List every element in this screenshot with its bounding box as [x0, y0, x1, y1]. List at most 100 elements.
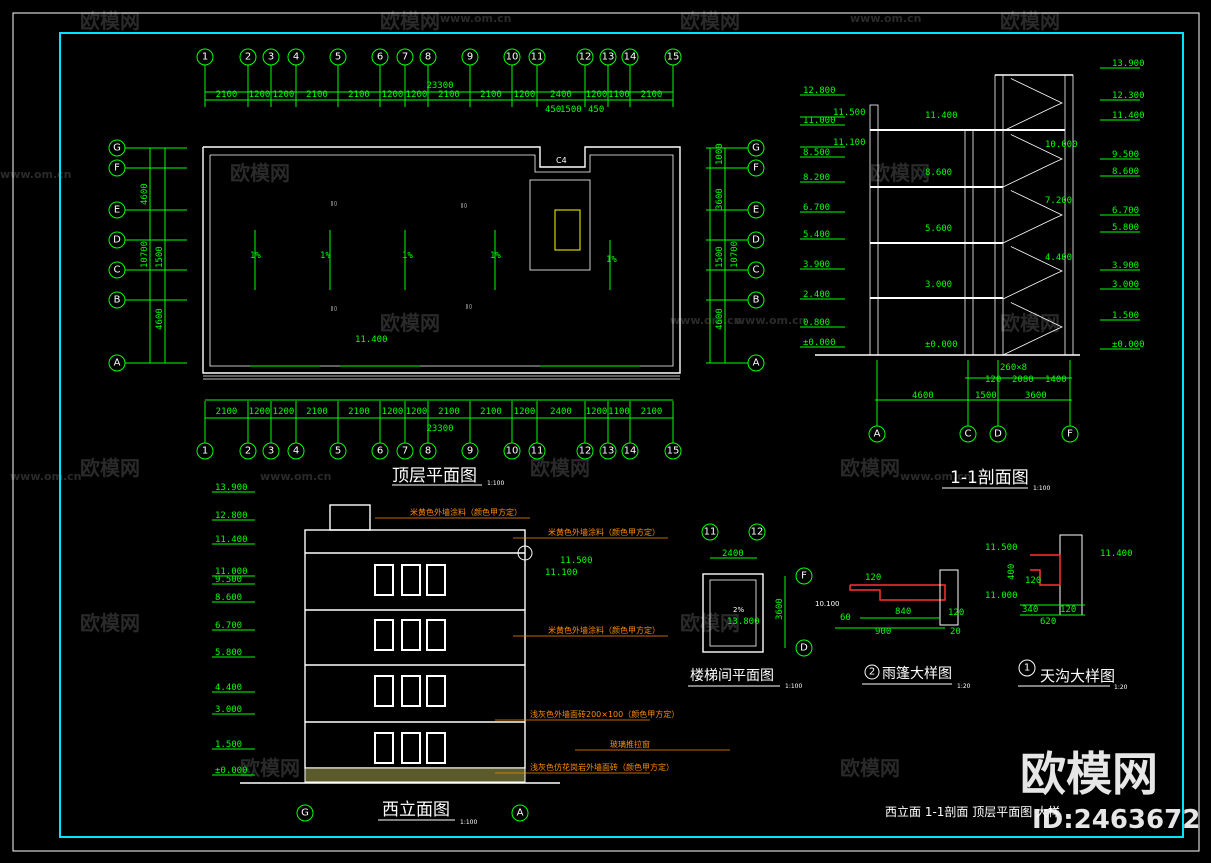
sec-inner-level-3: 5.600: [925, 224, 952, 234]
fp-right-dim-2: 3600: [715, 188, 725, 210]
sec-stair-dim-4: 1400: [1045, 375, 1067, 385]
canopy-level: 10.100: [815, 600, 840, 608]
fp-left-dim-1: 4600: [140, 183, 150, 205]
canopy-scale: 1:20: [957, 683, 971, 690]
section-level: 9.500: [1112, 150, 1139, 160]
axis-label: E: [753, 205, 759, 216]
fp-dim-bottom: 2100: [480, 407, 502, 417]
gutter-level-1: 11.500: [985, 543, 1018, 553]
sec-stair-dim-1: 260×8: [1000, 363, 1027, 373]
elevation-window: [426, 675, 446, 707]
fp-dim-bottom: 1200: [406, 407, 428, 417]
axis-label: A: [114, 358, 121, 369]
watermark-layer: 欧模网欧模网欧模网欧模网欧模网欧模网欧模网欧模网欧模网欧模网欧模网欧模网欧模网欧…: [0, 9, 1060, 780]
gutter-number: 1: [1024, 663, 1030, 674]
elevation-title: 西立面图: [382, 800, 450, 820]
fp-left-dim-4: 4600: [155, 308, 165, 330]
fp-slope-5: 1%: [606, 255, 617, 265]
section-level: 2.400: [803, 290, 830, 300]
elevation-window: [374, 619, 394, 651]
watermark-site: www.om.cn: [670, 314, 742, 327]
fp-dim-bottom: 1200: [382, 407, 404, 417]
watermark-site: www.om.cn: [440, 12, 512, 25]
elevation-window: [374, 732, 394, 764]
section-right-levels: 13.90012.30011.4009.5008.6006.7005.8003.…: [1100, 59, 1145, 350]
elevation-level: 12.800: [215, 511, 248, 521]
watermark-site: www.om.cn: [850, 12, 922, 25]
axis-label: 11: [531, 446, 544, 457]
elevation-window: [426, 619, 446, 651]
fp-dim-top: 2100: [438, 90, 460, 100]
stair-plan: 11 12 F D 2400 3600 2% 13.800 楼梯间平面图 1:1…: [688, 523, 813, 690]
stair-flight: [1002, 78, 1063, 132]
canopy-title: 雨篷大样图: [882, 666, 952, 682]
fp-right-dim-3: 1500: [715, 246, 725, 268]
sec-dim-3: 3600: [1025, 391, 1047, 401]
fp-dim-top: 1200: [249, 90, 271, 100]
fp-level: 11.400: [355, 335, 388, 345]
elevation-note: 玻璃推拉窗: [610, 739, 650, 749]
axis-label: 9: [467, 52, 473, 63]
axis-label: 3: [268, 52, 274, 63]
section-level: 5.800: [1112, 223, 1139, 233]
sheet-title: 西立面 1-1剖面 顶层平面图 大样: [885, 804, 1060, 819]
elevation-notes: 米黄色外墙涂料（颜色甲方定）米黄色外墙涂料（颜色甲方定）米黄色外墙涂料（颜色甲方…: [375, 507, 730, 774]
axis-label: 8: [425, 446, 431, 457]
fp-dim-bottom: 1200: [514, 407, 536, 417]
sec-inner-level-4: 3.000: [925, 280, 952, 290]
fp-building-outline: [202, 146, 681, 374]
axis-label: C: [114, 265, 121, 276]
stair-axis-11: 11: [704, 527, 717, 538]
gutter-level-2: 11.400: [1100, 549, 1133, 559]
section-view: 12.80011.50011.00011.1008.5008.2006.7005…: [800, 59, 1145, 492]
axis-label: 4: [293, 52, 299, 63]
elevation-level: 6.700: [215, 621, 242, 631]
gutter-dim-120: 120: [1060, 605, 1076, 615]
watermark-brand: 欧模网: [380, 311, 440, 335]
fp-dim-top: 1200: [514, 90, 536, 100]
canopy-dim-120b: 120: [948, 608, 964, 618]
elevation-scale: 1:100: [460, 819, 477, 826]
sec-stair-dim-2: 120: [985, 375, 1001, 385]
axis-label: 15: [667, 52, 680, 63]
fp-dim-bottom: 2100: [348, 407, 370, 417]
section-level: 8.200: [803, 173, 830, 183]
fp-total-bottom: 23300: [426, 424, 453, 434]
axis-label: 6: [377, 446, 383, 457]
fp-dim-bottom: 2100: [641, 407, 663, 417]
axis-label: 7: [402, 446, 408, 457]
axis-label: 9: [467, 446, 473, 457]
axis-label: 14: [624, 446, 637, 457]
section-scale: 1:100: [1033, 485, 1050, 492]
section-stair: [1002, 78, 1063, 356]
watermark-site: www.om.cn: [260, 470, 332, 483]
axis-label: 1: [202, 446, 208, 457]
elevation-window: [426, 732, 446, 764]
svg-text:▯▯: ▯▯: [460, 202, 467, 209]
outer-border: [12, 12, 1200, 852]
section-title: 1-1剖面图: [950, 468, 1029, 488]
stair-plan-scale: 1:100: [785, 683, 802, 690]
fp-right-dim-4: 10700: [730, 241, 740, 268]
section-level: ±0.000: [1112, 340, 1145, 350]
stair-axis-12: 12: [751, 527, 764, 538]
brand-id: ID:2463672: [1032, 805, 1200, 835]
sec-stair-level-1: 10.000: [1045, 140, 1078, 150]
svg-text:▯▯: ▯▯: [330, 305, 337, 312]
fp-dim-top: 1200: [382, 90, 404, 100]
sec-inner-level-2: 8.600: [925, 168, 952, 178]
canopy-number: 2: [869, 667, 875, 678]
axis-label: A: [874, 429, 881, 440]
fp-dim-bottom: 2100: [216, 407, 238, 417]
elevation-windows: [374, 564, 446, 764]
fp-stair-label: C4: [556, 156, 567, 165]
section-level: 3.900: [803, 260, 830, 270]
fp-slope-4: 1%: [490, 251, 501, 261]
axis-label: 5: [335, 52, 341, 63]
fp-subdim-1: 450: [545, 105, 561, 115]
fp-dim-top: 2100: [641, 90, 663, 100]
